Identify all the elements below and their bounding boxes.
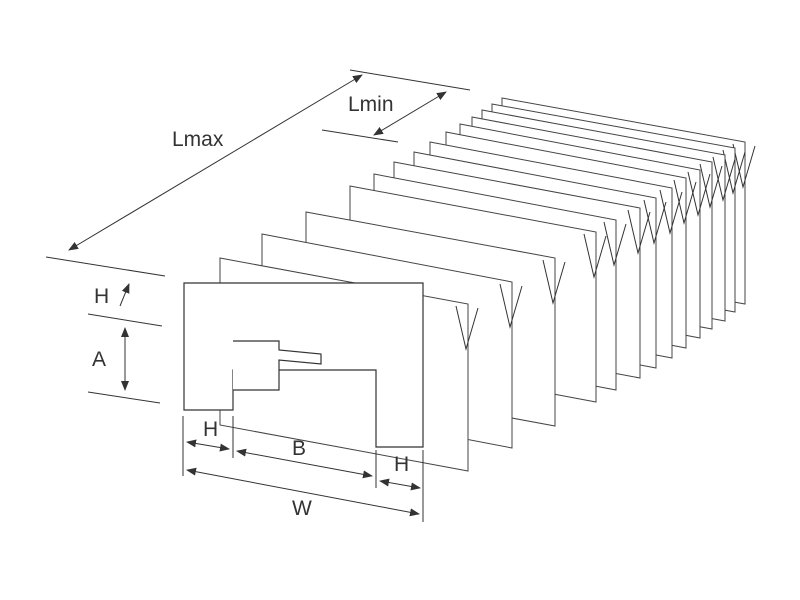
pleat-v-fold	[603, 221, 627, 267]
pleat-v-fold	[542, 259, 566, 305]
pleat-v-fold	[699, 163, 723, 209]
h-fold-label: H	[94, 285, 109, 308]
lmax-dimension: Lmax	[45, 69, 471, 277]
w-arrow	[186, 467, 420, 517]
pleat-v-fold	[499, 283, 523, 329]
pleat-v-fold	[643, 199, 667, 245]
a-dimension: A	[87, 327, 161, 404]
h-right-label: H	[394, 453, 409, 476]
lmin-extension-line	[321, 129, 399, 143]
pleat-v-fold	[712, 156, 736, 202]
pleat-v-fold	[732, 143, 756, 189]
lmax-label: Lmax	[172, 128, 224, 151]
lmin-arrow	[373, 91, 447, 136]
h-left-dimension: H	[186, 418, 230, 452]
frame-inner-detail	[233, 340, 322, 391]
pleat-v-fold	[583, 233, 607, 279]
h-right-arrow	[379, 478, 421, 491]
lmax-extension-line-back	[349, 69, 471, 91]
front-frame	[183, 282, 424, 448]
lmax-extension-line-front	[45, 256, 166, 277]
h-fold-arrow	[119, 283, 130, 307]
h-left-label: H	[203, 418, 218, 441]
pleat-v-fold	[687, 171, 711, 217]
lmin-label: Lmin	[348, 93, 394, 116]
pleat-v-fold	[627, 209, 651, 255]
pleat-v-fold	[722, 149, 746, 195]
h-fold-dimension: H	[87, 283, 163, 327]
lmin-dimension: Lmin	[321, 91, 447, 143]
b-label: B	[292, 437, 306, 460]
w-label: W	[292, 497, 312, 520]
lmax-arrow	[68, 74, 363, 251]
a-label: A	[92, 348, 106, 371]
pleat-v-fold	[673, 179, 697, 225]
pleat-v-fold	[455, 305, 479, 351]
pleat-v-fold	[659, 189, 683, 235]
a-extension-line	[87, 391, 161, 404]
h-extension-line	[87, 313, 163, 327]
h-left-arrow	[186, 439, 230, 452]
w-dimension: W	[186, 467, 420, 520]
